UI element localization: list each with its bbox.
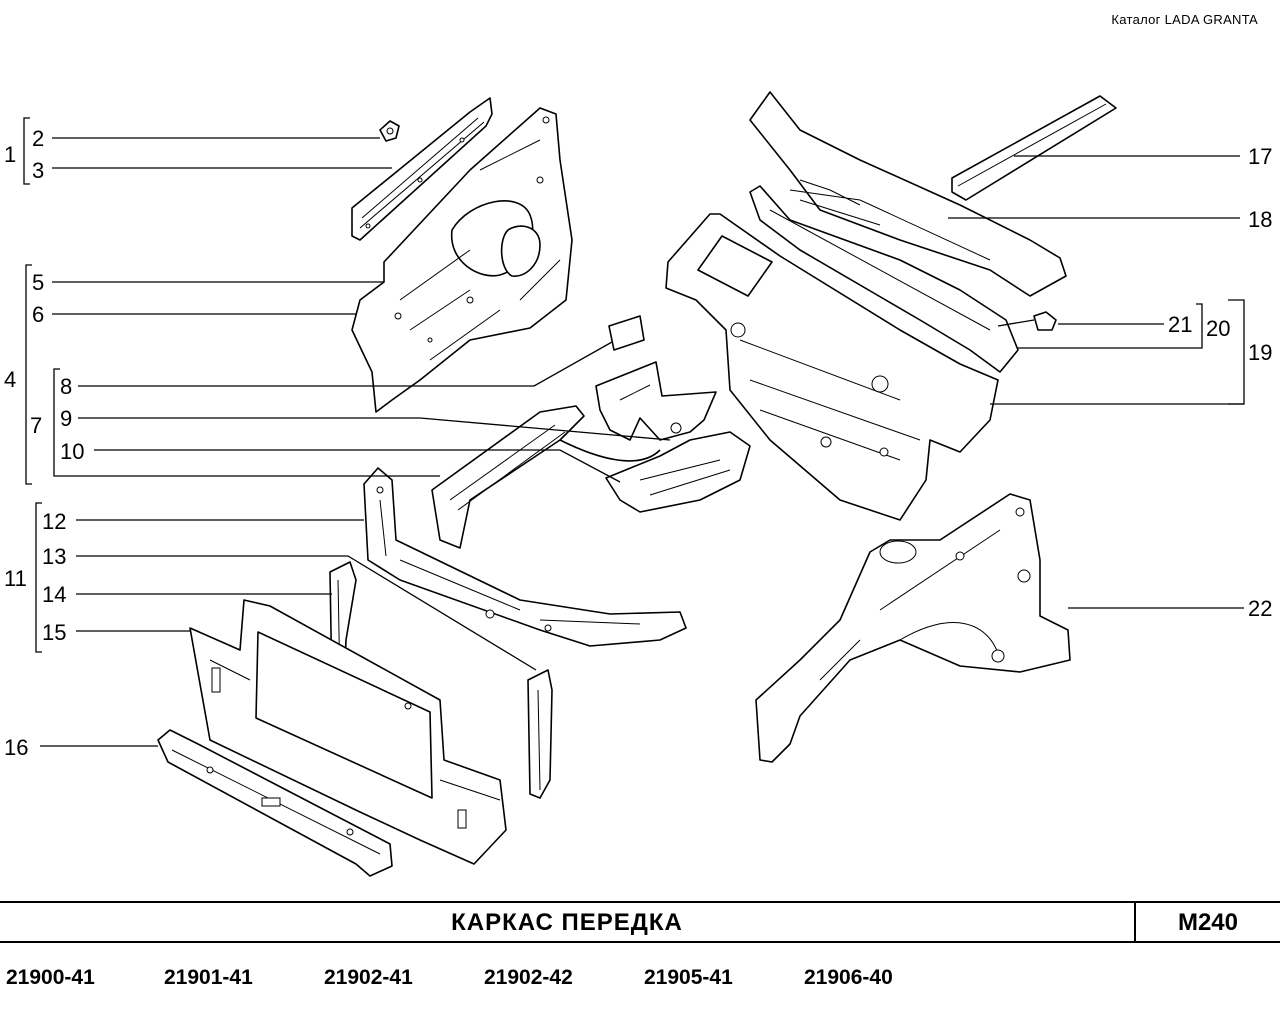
part-17-strip[interactable] (951, 95, 1117, 201)
parts-diagram: 1 2 3 4 5 6 7 8 9 10 11 12 13 14 15 16 1… (4, 91, 1272, 877)
callout-5: 5 (32, 270, 44, 295)
part-8-plate[interactable] (608, 315, 645, 351)
callout-14: 14 (42, 582, 66, 607)
title-block: КАРКАС ПЕРЕДКА М240 (0, 901, 1280, 943)
part-3-upper-rail[interactable] (351, 97, 493, 241)
callout-7: 7 (30, 413, 42, 438)
callout-4: 4 (4, 367, 16, 392)
part-10-lower-panel[interactable] (605, 431, 751, 513)
part-2-bracket[interactable] (379, 120, 400, 142)
part-9-support[interactable] (595, 361, 717, 441)
callout-3: 3 (32, 158, 44, 183)
model-code: 21901-41 (164, 966, 253, 989)
model-code: 21900-41 (6, 966, 95, 989)
callout-6: 6 (32, 302, 44, 327)
callout-8: 8 (60, 374, 72, 399)
part-20-lower-cowl[interactable] (749, 185, 1019, 373)
callout-11: 11 (4, 566, 27, 591)
part-5-6-wheel-arch[interactable] (351, 107, 573, 413)
callout-labels: 1 2 3 4 5 6 7 8 9 10 11 12 13 14 15 16 1… (4, 126, 1272, 760)
callout-21: 21 (1168, 312, 1192, 337)
model-code: 21905-41 (644, 966, 733, 989)
callout-13: 13 (42, 544, 66, 569)
part-7-side-member[interactable] (431, 405, 661, 549)
callout-19: 19 (1248, 340, 1272, 365)
model-list: 21900-41 21901-41 21902-41 21902-42 2190… (0, 966, 1000, 996)
callout-16: 16 (4, 735, 28, 760)
callout-10: 10 (60, 439, 84, 464)
callout-2: 2 (32, 126, 44, 151)
callout-15: 15 (42, 620, 66, 645)
part-15-radiator-frame[interactable] (189, 599, 507, 865)
callout-12: 12 (42, 509, 66, 534)
callout-20: 20 (1206, 316, 1230, 341)
part-12-cross-member[interactable] (363, 467, 687, 647)
part-21-clip[interactable] (1033, 311, 1057, 331)
model-code: 21902-42 (484, 966, 573, 989)
title-divider (1134, 903, 1136, 941)
leader-lines-left (23, 117, 671, 747)
part-18-cowl[interactable] (749, 91, 1067, 297)
leader-lines-right (948, 155, 1245, 609)
part-19-dash-panel[interactable] (665, 213, 999, 521)
callout-18: 18 (1248, 207, 1272, 232)
callout-9: 9 (60, 406, 72, 431)
callout-17: 17 (1248, 144, 1272, 169)
part-13-strut[interactable] (527, 669, 553, 799)
diagram-title: КАРКАС ПЕРЕДКА (451, 909, 683, 936)
part-16-lower-bar[interactable] (157, 729, 393, 877)
catalog-header: Каталог LADA GRANTA (1111, 12, 1258, 27)
page-code: М240 (1177, 909, 1239, 936)
callout-1: 1 (4, 142, 16, 167)
callout-22: 22 (1248, 596, 1272, 621)
part-22-wheelhouse-right[interactable] (755, 493, 1071, 763)
model-code: 21902-41 (324, 966, 413, 989)
model-code: 21906-40 (804, 966, 893, 989)
